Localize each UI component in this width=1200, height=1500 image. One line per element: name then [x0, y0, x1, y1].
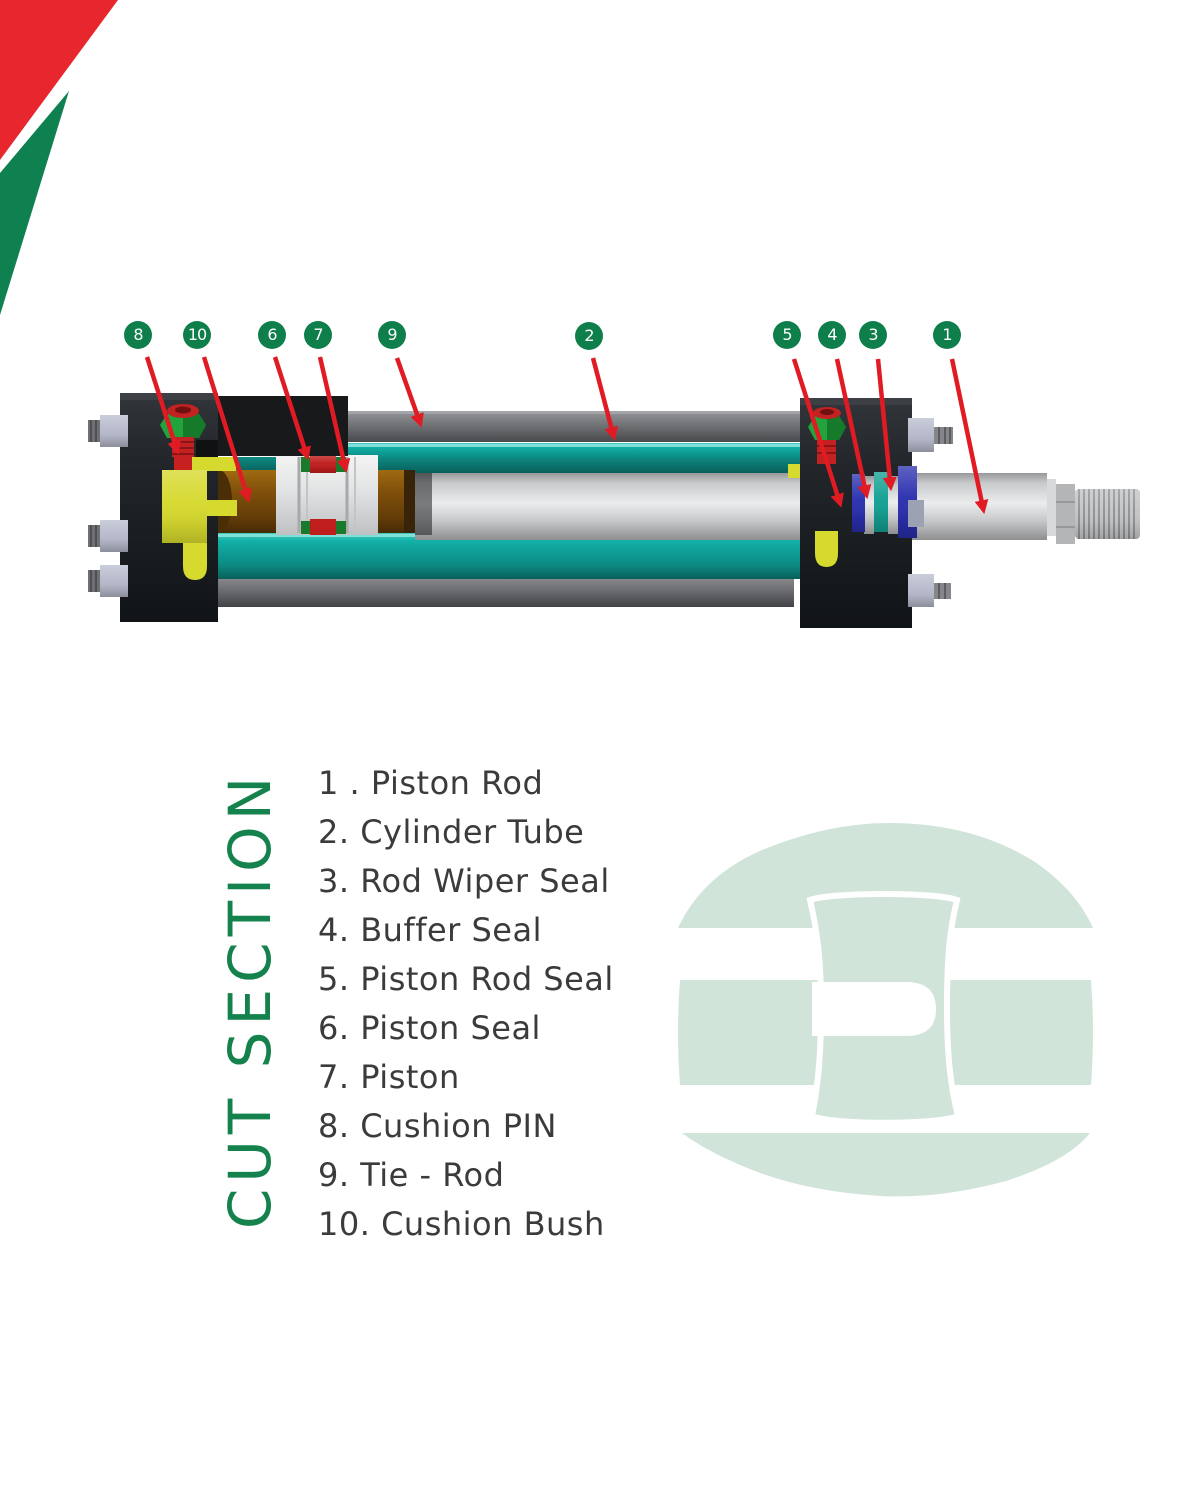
leader-arrow-9 — [394, 357, 424, 428]
legend-item-4: 4. Buffer Seal — [318, 911, 542, 949]
callout-number: 8 — [133, 325, 143, 344]
leader-arrow-1 — [949, 358, 989, 515]
callout-bubble-8: 8 — [124, 321, 152, 349]
callout-number: 6 — [267, 325, 277, 344]
callout-number: 3 — [868, 325, 878, 344]
legend-item-7: 7. Piston — [318, 1058, 460, 1096]
legend-item-10: 10. Cushion Bush — [318, 1205, 605, 1243]
parts-legend: 1 . Piston Rod 2. Cylinder Tube 3. Rod W… — [318, 759, 614, 1249]
tie-rod-bolts-left — [88, 415, 128, 597]
callout-bubble-6: 6 — [258, 321, 286, 349]
watermark-logo — [678, 822, 1093, 1197]
rod-gap-2 — [888, 476, 898, 534]
left-cap-flange — [218, 396, 348, 456]
tie-rod-bottom — [218, 577, 794, 607]
legend-item-1: 1 . Piston Rod — [318, 764, 544, 802]
callout-bubble-2: 2 — [575, 322, 603, 350]
callout-number: 4 — [827, 325, 837, 344]
left-end-cap-top-edge — [120, 393, 218, 400]
cylinder-tube-top-highlight — [348, 444, 802, 447]
callout-number: 10 — [187, 325, 207, 344]
piston-rod-end — [1047, 479, 1140, 544]
rod-shadow-ring — [415, 473, 432, 535]
port-stub-right — [815, 531, 838, 567]
callout-number: 2 — [584, 326, 594, 345]
right-end-cap-top-edge — [800, 398, 912, 405]
piston-rod — [415, 473, 1047, 540]
corner-ribbon-red — [0, 0, 118, 160]
leader-arrow-10 — [201, 356, 252, 503]
callout-bubble-5: 5 — [773, 321, 801, 349]
leader-arrow-3 — [875, 358, 897, 492]
legend-item-5: 5. Piston Rod Seal — [318, 960, 614, 998]
callout-number: 9 — [387, 325, 397, 344]
page-title: CUT SECTION — [216, 770, 284, 1230]
callout-number: 1 — [942, 325, 952, 344]
leader-arrow-8 — [144, 356, 181, 455]
cylinder-assembly — [218, 411, 802, 607]
callout-bubble-7: 7 — [304, 321, 332, 349]
callout-bubble-3: 3 — [859, 321, 887, 349]
legend-item-3: 3. Rod Wiper Seal — [318, 862, 610, 900]
callout-bubble-1: 1 — [933, 321, 961, 349]
port-channel — [162, 457, 237, 580]
callout-bubble-10: 10 — [183, 321, 211, 349]
leader-arrow-4 — [834, 358, 872, 500]
cylinder-tube-bore-bottom — [218, 565, 802, 579]
tie-rod-top-highlight — [348, 411, 800, 414]
callout-number: 7 — [313, 325, 323, 344]
leader-arrow-7 — [317, 356, 351, 474]
leader-arrow-6 — [272, 356, 311, 461]
leader-arrow-5 — [791, 358, 844, 508]
legend-item-2: 2. Cylinder Tube — [318, 813, 585, 851]
callout-bubble-4: 4 — [818, 321, 846, 349]
legend-item-6: 6. Piston Seal — [318, 1009, 541, 1047]
cushion-pin-right — [808, 407, 846, 464]
legend-item-8: 8. Cushion PIN — [318, 1107, 557, 1145]
legend-item-9: 9. Tie - Rod — [318, 1156, 505, 1194]
tie-rod-nut-middle — [908, 500, 924, 527]
leader-arrow-2 — [590, 357, 619, 441]
callout-bubble-9: 9 — [378, 321, 406, 349]
rod-gap-1 — [864, 476, 874, 534]
rod-threads — [1075, 489, 1140, 539]
buffer-seal — [874, 472, 888, 532]
callout-number: 5 — [782, 325, 792, 344]
tie-rod-nuts-right — [908, 418, 953, 607]
left-cap-notch — [196, 440, 218, 458]
corner-ribbon-green — [0, 91, 69, 315]
